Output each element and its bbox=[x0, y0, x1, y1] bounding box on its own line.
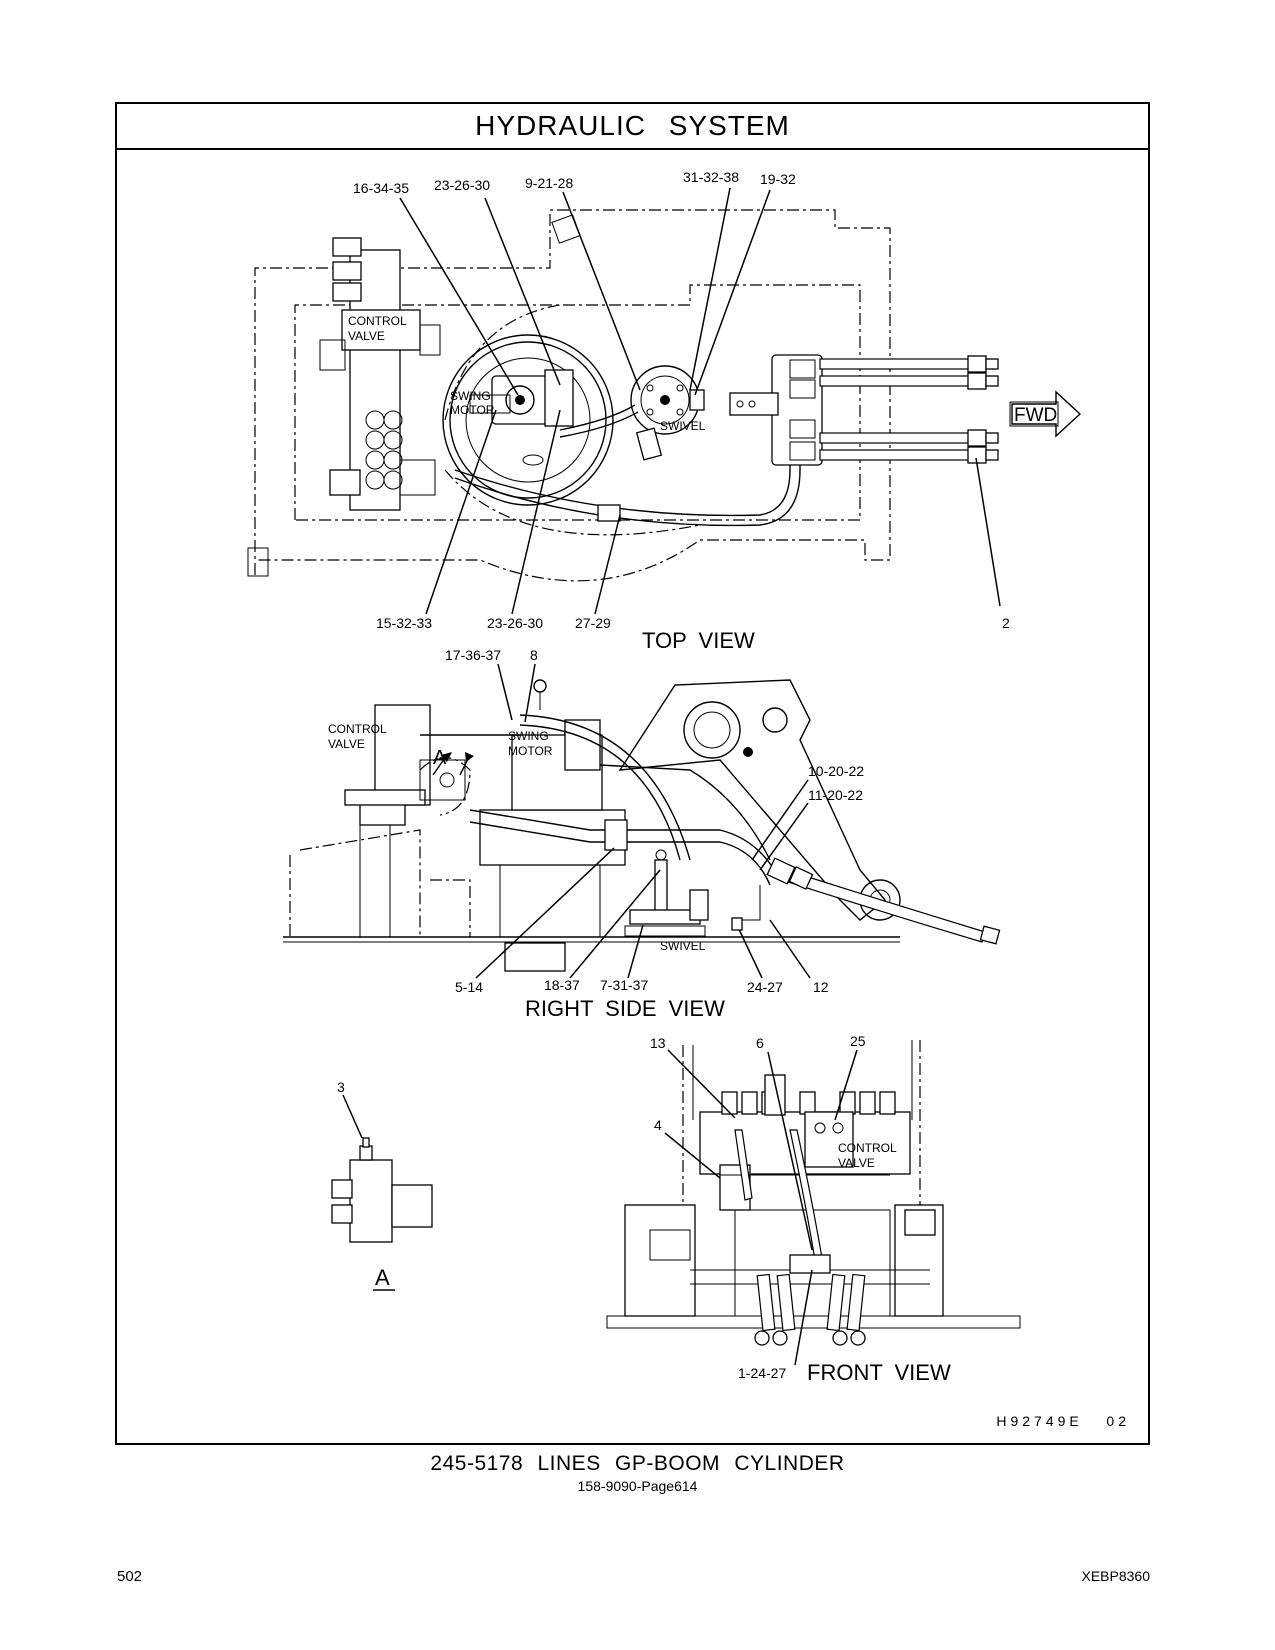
side-detail-marker: A bbox=[433, 747, 447, 769]
top-callout-7: 23-26-30 bbox=[487, 615, 543, 631]
side-callout-1: 17-36-37 bbox=[445, 647, 501, 663]
diagram-frame: HYDRAULIC SYSTEM H92749E 02 bbox=[115, 102, 1150, 1445]
side-swivel-label: SWIVEL bbox=[660, 939, 706, 953]
top-leader-lines bbox=[399, 187, 1001, 615]
front-base-plate bbox=[606, 1315, 1021, 1329]
side-valve-label: VALVE bbox=[328, 737, 365, 751]
side-callout-4: 11-20-22 bbox=[808, 787, 863, 803]
side-clip bbox=[731, 917, 743, 931]
front-valve-label: VALVE bbox=[838, 1156, 875, 1170]
top-callout-9: 2 bbox=[1002, 615, 1010, 631]
top-tube-motor-swivel-2 bbox=[559, 411, 639, 438]
side-callout-7: 7-31-37 bbox=[600, 977, 648, 993]
top-swivel-label: SWIVEL bbox=[660, 419, 706, 433]
side-swing-label: SWING bbox=[508, 729, 549, 743]
side-callout-8: 24-27 bbox=[747, 979, 783, 995]
top-callout-8: 27-29 bbox=[575, 615, 611, 631]
caption-main: 245-5178 LINES GP-BOOM CYLINDER bbox=[430, 1452, 845, 1475]
top-control-valve bbox=[319, 237, 441, 511]
doc-id: XEBP8360 bbox=[1081, 1568, 1151, 1584]
top-swing-label: SWING bbox=[450, 389, 491, 403]
front-control-label: CONTROL bbox=[838, 1141, 897, 1155]
side-counter-block bbox=[504, 942, 566, 972]
top-view-frame-inner bbox=[294, 284, 861, 521]
fwd-box bbox=[1009, 401, 1059, 427]
side-callout-3: 10-20-22 bbox=[808, 763, 864, 779]
fwd-label: FWD bbox=[1014, 405, 1057, 426]
front-callout-2: 6 bbox=[756, 1035, 764, 1051]
top-callout-2: 23-26-30 bbox=[434, 177, 490, 193]
front-view: CONTROL VALVE bbox=[606, 1033, 1021, 1385]
side-body bbox=[289, 704, 626, 938]
caption-sub: 158-9090-Page614 bbox=[577, 1478, 698, 1494]
front-callout-3: 25 bbox=[850, 1033, 866, 1049]
side-callout-5: 5-14 bbox=[455, 979, 483, 995]
side-lifting-eye bbox=[533, 679, 547, 693]
side-small-tube bbox=[740, 885, 761, 921]
side-hose-fitting-2 bbox=[766, 857, 796, 885]
side-control-label: CONTROL bbox=[328, 722, 387, 736]
top-hose-manifold bbox=[729, 354, 823, 466]
top-valve-label: VALVE bbox=[348, 329, 385, 343]
top-view-frame-outline bbox=[254, 209, 891, 582]
front-hoses bbox=[734, 1129, 866, 1346]
top-control-label: CONTROL bbox=[348, 314, 407, 328]
front-leader-lines bbox=[664, 1049, 858, 1366]
front-view-title: FRONT VIEW bbox=[807, 1360, 951, 1385]
top-callout-1: 16-34-35 bbox=[353, 180, 409, 196]
front-callout-1: 13 bbox=[650, 1035, 666, 1051]
top-view-mount-tab bbox=[551, 214, 581, 244]
detail-a-block bbox=[349, 1159, 393, 1243]
front-lower-frame bbox=[624, 1204, 944, 1317]
top-view-title: TOP VIEW bbox=[642, 628, 755, 653]
side-hose-fitting bbox=[979, 925, 1001, 945]
diagram-title-text: HYDRAULIC SYSTEM bbox=[475, 110, 790, 141]
top-callout-5: 19-32 bbox=[760, 171, 796, 187]
side-callout-2: 8 bbox=[530, 647, 538, 663]
top-tube-motor-swivel bbox=[559, 404, 636, 431]
side-callout-6: 18-37 bbox=[544, 977, 580, 993]
top-swivel bbox=[630, 365, 705, 461]
detail-a-title: A bbox=[375, 1265, 390, 1290]
top-view-corner-block bbox=[247, 547, 269, 577]
top-view-frame-diagonal bbox=[444, 304, 701, 536]
detail-a: 3 A bbox=[331, 1079, 433, 1291]
side-boom bbox=[618, 679, 901, 921]
front-callout-5: 1-24-27 bbox=[738, 1365, 786, 1381]
top-callout-3: 9-21-28 bbox=[525, 175, 573, 191]
top-tube-clamp bbox=[597, 504, 621, 522]
side-hose-fitting-3 bbox=[788, 866, 814, 890]
side-callout-9: 12 bbox=[813, 979, 829, 995]
top-hoses bbox=[819, 355, 999, 464]
top-view: CONTROL VALVE SWING MOTOR SWIVEL bbox=[247, 169, 1082, 653]
front-control-valve bbox=[699, 1074, 911, 1211]
detail-a-callout: 3 bbox=[337, 1079, 345, 1095]
side-boom-hose bbox=[775, 867, 986, 943]
front-callout-4: 4 bbox=[654, 1117, 662, 1133]
side-leader-lines bbox=[475, 663, 811, 979]
diagram-title: HYDRAULIC SYSTEM bbox=[117, 104, 1148, 150]
top-callout-4: 31-32-38 bbox=[683, 169, 739, 185]
page-number: 502 bbox=[117, 1568, 143, 1585]
side-swivel bbox=[624, 849, 709, 937]
top-callout-6: 15-32-33 bbox=[376, 615, 432, 631]
top-motor-label: MOTOR bbox=[450, 403, 495, 417]
drawing-id: H92749E 02 bbox=[996, 1413, 1130, 1429]
top-tube-bottom-1 bbox=[454, 380, 791, 517]
side-view-title: RIGHT SIDE VIEW bbox=[525, 996, 725, 1021]
side-motor-label: MOTOR bbox=[508, 744, 553, 758]
side-view: CONTROL VALVE SWING MOTOR A SWIVEL bbox=[283, 647, 1001, 1021]
top-tube-bottom-2 bbox=[454, 380, 801, 527]
top-swing-motor bbox=[442, 334, 614, 506]
